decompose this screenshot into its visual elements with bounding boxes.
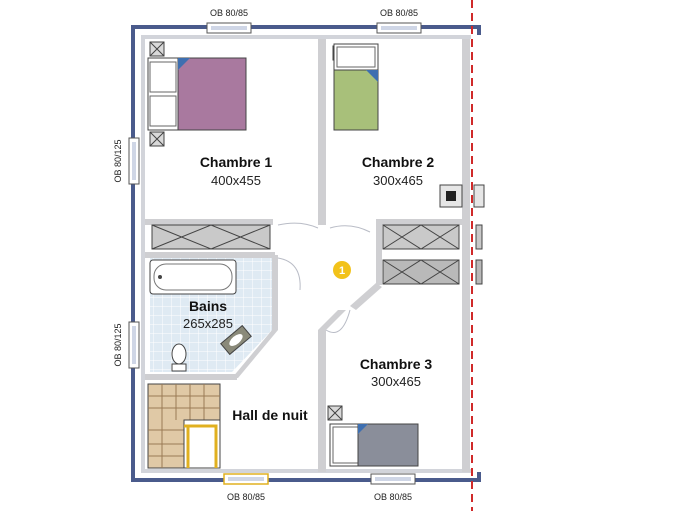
double-bed-icon — [329, 423, 419, 467]
opening-label-top-right: OB 80/85 — [380, 8, 418, 18]
room-name-chambre1: Chambre 1 — [200, 154, 273, 170]
staircase-icon — [147, 383, 221, 469]
window-bottom-left — [223, 473, 269, 485]
window-left-bottom — [128, 321, 140, 369]
opening-label-left-bottom: OB 80/125 — [113, 323, 123, 366]
opening-label-left-top: OB 80/125 — [113, 139, 123, 182]
chimney-icon — [439, 184, 485, 208]
marker-label: 1 — [339, 265, 345, 277]
opening-label-top-left: OB 80/85 — [210, 8, 248, 18]
bathtub-icon — [149, 259, 237, 295]
reference-marker: 1 — [333, 261, 351, 279]
wardrobe-icon — [382, 224, 460, 250]
wardrobe-icon — [475, 259, 483, 285]
nightstand-icon — [327, 405, 343, 421]
nightstand-icon — [149, 41, 165, 57]
room-name-chambre3: Chambre 3 — [360, 356, 433, 372]
double-bed-icon — [147, 57, 247, 131]
room-name-bains: Bains — [189, 298, 227, 314]
room-name-hall: Hall de nuit — [232, 407, 308, 423]
wardrobe-icon — [382, 259, 460, 285]
wardrobe-icon — [151, 224, 271, 250]
single-bed-icon — [333, 43, 379, 131]
room-size-bains: 265x285 — [183, 316, 233, 331]
opening-label-bottom-left: OB 80/85 — [227, 492, 265, 502]
opening-label-bottom-right: OB 80/85 — [374, 492, 412, 502]
room-size-chambre3: 300x465 — [371, 374, 421, 389]
outer-walls — [131, 25, 481, 482]
toilet-icon — [171, 343, 187, 372]
window-left-top — [128, 137, 140, 185]
nightstand-icon — [149, 131, 165, 147]
room-size-chambre1: 400x455 — [211, 173, 261, 188]
window-top-left — [206, 22, 252, 34]
room-name-chambre2: Chambre 2 — [362, 154, 435, 170]
wardrobe-icon — [475, 224, 483, 250]
hall-doors — [277, 222, 371, 333]
window-bottom-right — [370, 473, 416, 485]
room-size-chambre2: 300x465 — [373, 173, 423, 188]
inner-walls — [145, 39, 470, 472]
window-top-right — [376, 22, 422, 34]
sink-icon — [220, 324, 252, 356]
